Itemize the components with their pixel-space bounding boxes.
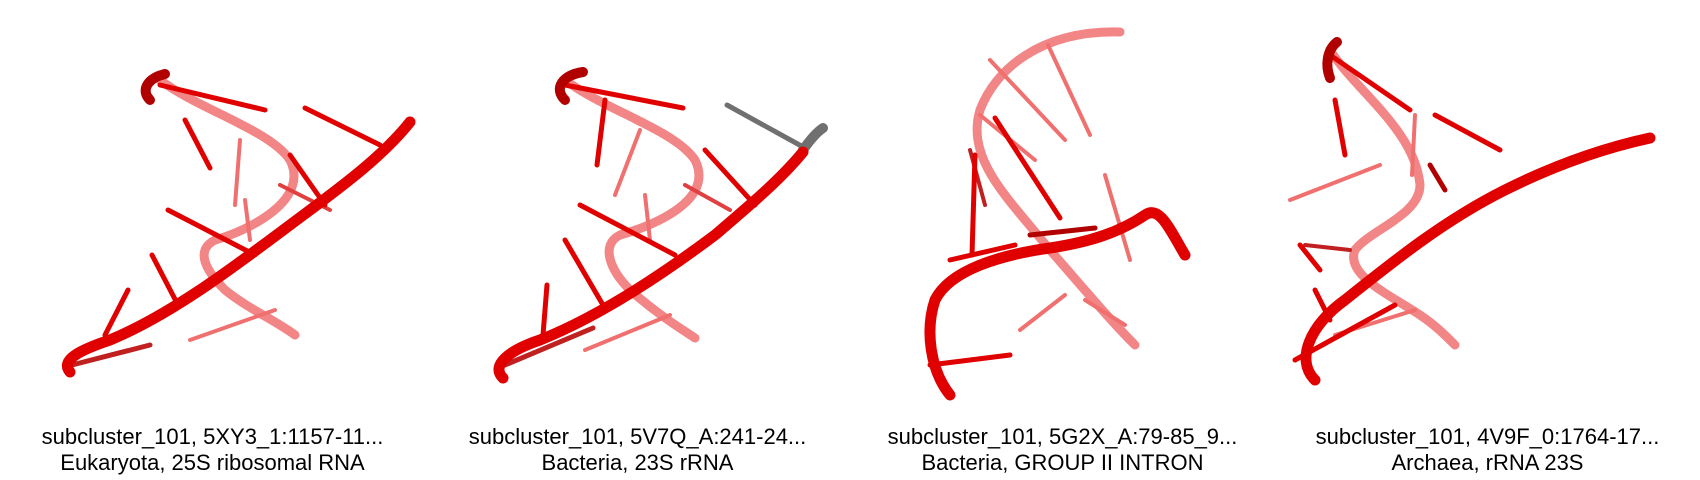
- rna-structure-image-1: [62, 69, 416, 378]
- front-strand: [62, 116, 416, 378]
- front-strand: [493, 146, 809, 384]
- panel-title: subcluster_101, 5G2X_A:79-85_9...: [887, 424, 1238, 449]
- structure-panel-2: subcluster_101, 5V7Q_A:241-24... Bacteri…: [425, 0, 850, 480]
- structure-panel-3: subcluster_101, 5G2X_A:79-85_9... Bacter…: [850, 0, 1275, 480]
- back-strand: [1325, 45, 1460, 350]
- panel-subtitle: Eukaryota, 25S ribosomal RNA: [60, 450, 365, 475]
- back-strand: [155, 75, 300, 340]
- panel-title: subcluster_101, 5XY3_1:1157-11...: [41, 424, 384, 449]
- front-strand: [924, 207, 1191, 401]
- panel-subtitle: Bacteria, 23S rRNA: [541, 450, 734, 475]
- structure-panel-1: subcluster_101, 5XY3_1:1157-11... Eukary…: [0, 0, 425, 480]
- structure-panel-4: subcluster_101, 4V9F_0:1764-17... Archae…: [1275, 0, 1700, 480]
- panel-title: subcluster_101, 5V7Q_A:241-24...: [468, 424, 807, 449]
- back-strand: [560, 75, 704, 343]
- back-strand: [972, 27, 1140, 350]
- rna-structure-image-2: [493, 67, 828, 384]
- front-strand: [1300, 132, 1656, 386]
- panel-subtitle: Archaea, rRNA 23S: [1391, 450, 1584, 475]
- rna-structure-image-4: [1288, 37, 1656, 386]
- panel-title: subcluster_101, 4V9F_0:1764-17...: [1315, 424, 1660, 449]
- rna-structure-image-3: [924, 27, 1191, 401]
- panel-subtitle: Bacteria, GROUP II INTRON: [921, 450, 1204, 475]
